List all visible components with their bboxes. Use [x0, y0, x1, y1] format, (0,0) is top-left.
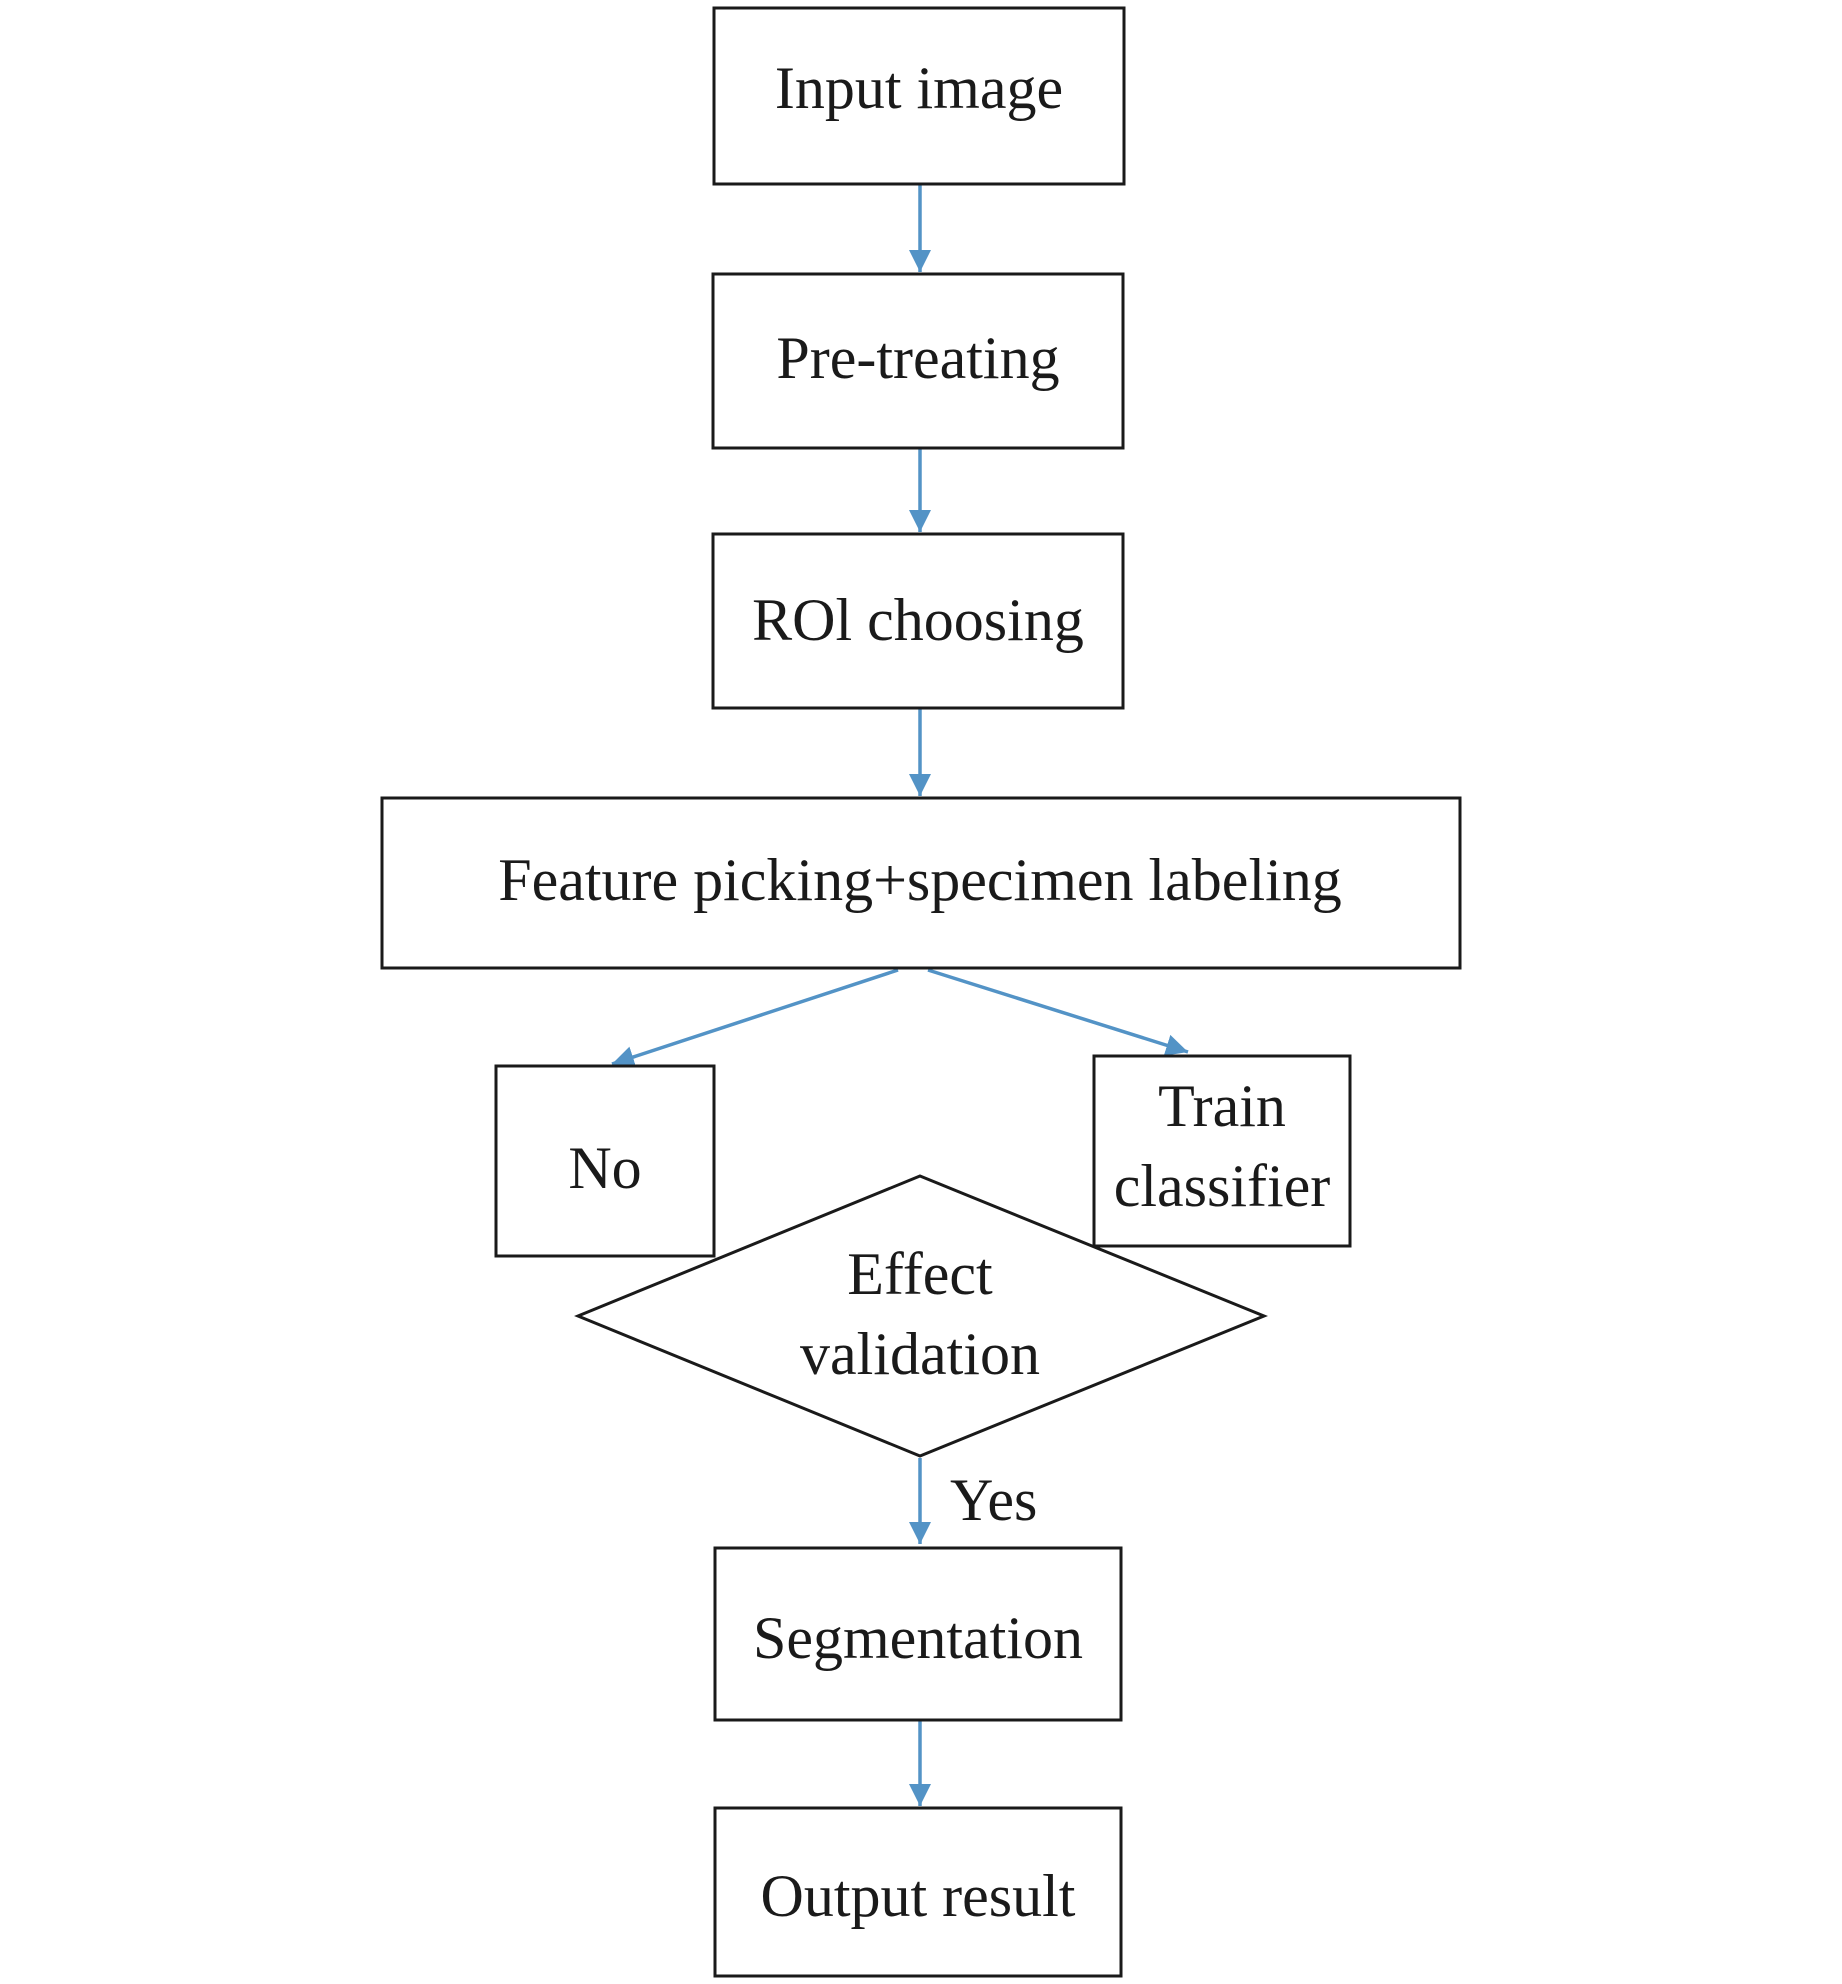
node-output-result: Output result: [713, 1806, 1123, 1978]
node-effect-validation: Effect validation: [574, 1174, 1268, 1458]
node-no: No: [494, 1064, 716, 1258]
edge-feature-to-no: [611, 968, 899, 1068]
node-output-result-label: Output result: [761, 1863, 1076, 1929]
node-input-image-label: Input image: [775, 55, 1063, 121]
node-feature-picking: Feature picking+specimen labeling: [380, 796, 1462, 970]
edge-label-yes: Yes: [950, 1467, 1037, 1533]
node-input-image: Input image: [712, 6, 1126, 186]
node-effect-validation-label-line1: Effect: [847, 1241, 993, 1307]
node-roi-choosing-label: ROl choosing: [752, 587, 1084, 653]
node-train-classifier-label-line1: Train: [1158, 1073, 1286, 1139]
edge-feature-to-train: [927, 968, 1189, 1056]
node-segmentation: Segmentation: [713, 1546, 1123, 1722]
node-segmentation-label: Segmentation: [753, 1605, 1083, 1671]
node-train-classifier-label-line2: classifier: [1114, 1153, 1331, 1219]
node-roi-choosing: ROl choosing: [711, 532, 1125, 710]
node-feature-picking-label: Feature picking+specimen labeling: [498, 847, 1342, 913]
node-pre-treating: Pre-treating: [711, 272, 1125, 450]
node-pre-treating-label: Pre-treating: [776, 325, 1059, 391]
node-effect-validation-label-line2: validation: [800, 1321, 1040, 1387]
node-no-label: No: [568, 1135, 641, 1201]
node-train-classifier: Train classifier: [1092, 1054, 1352, 1248]
